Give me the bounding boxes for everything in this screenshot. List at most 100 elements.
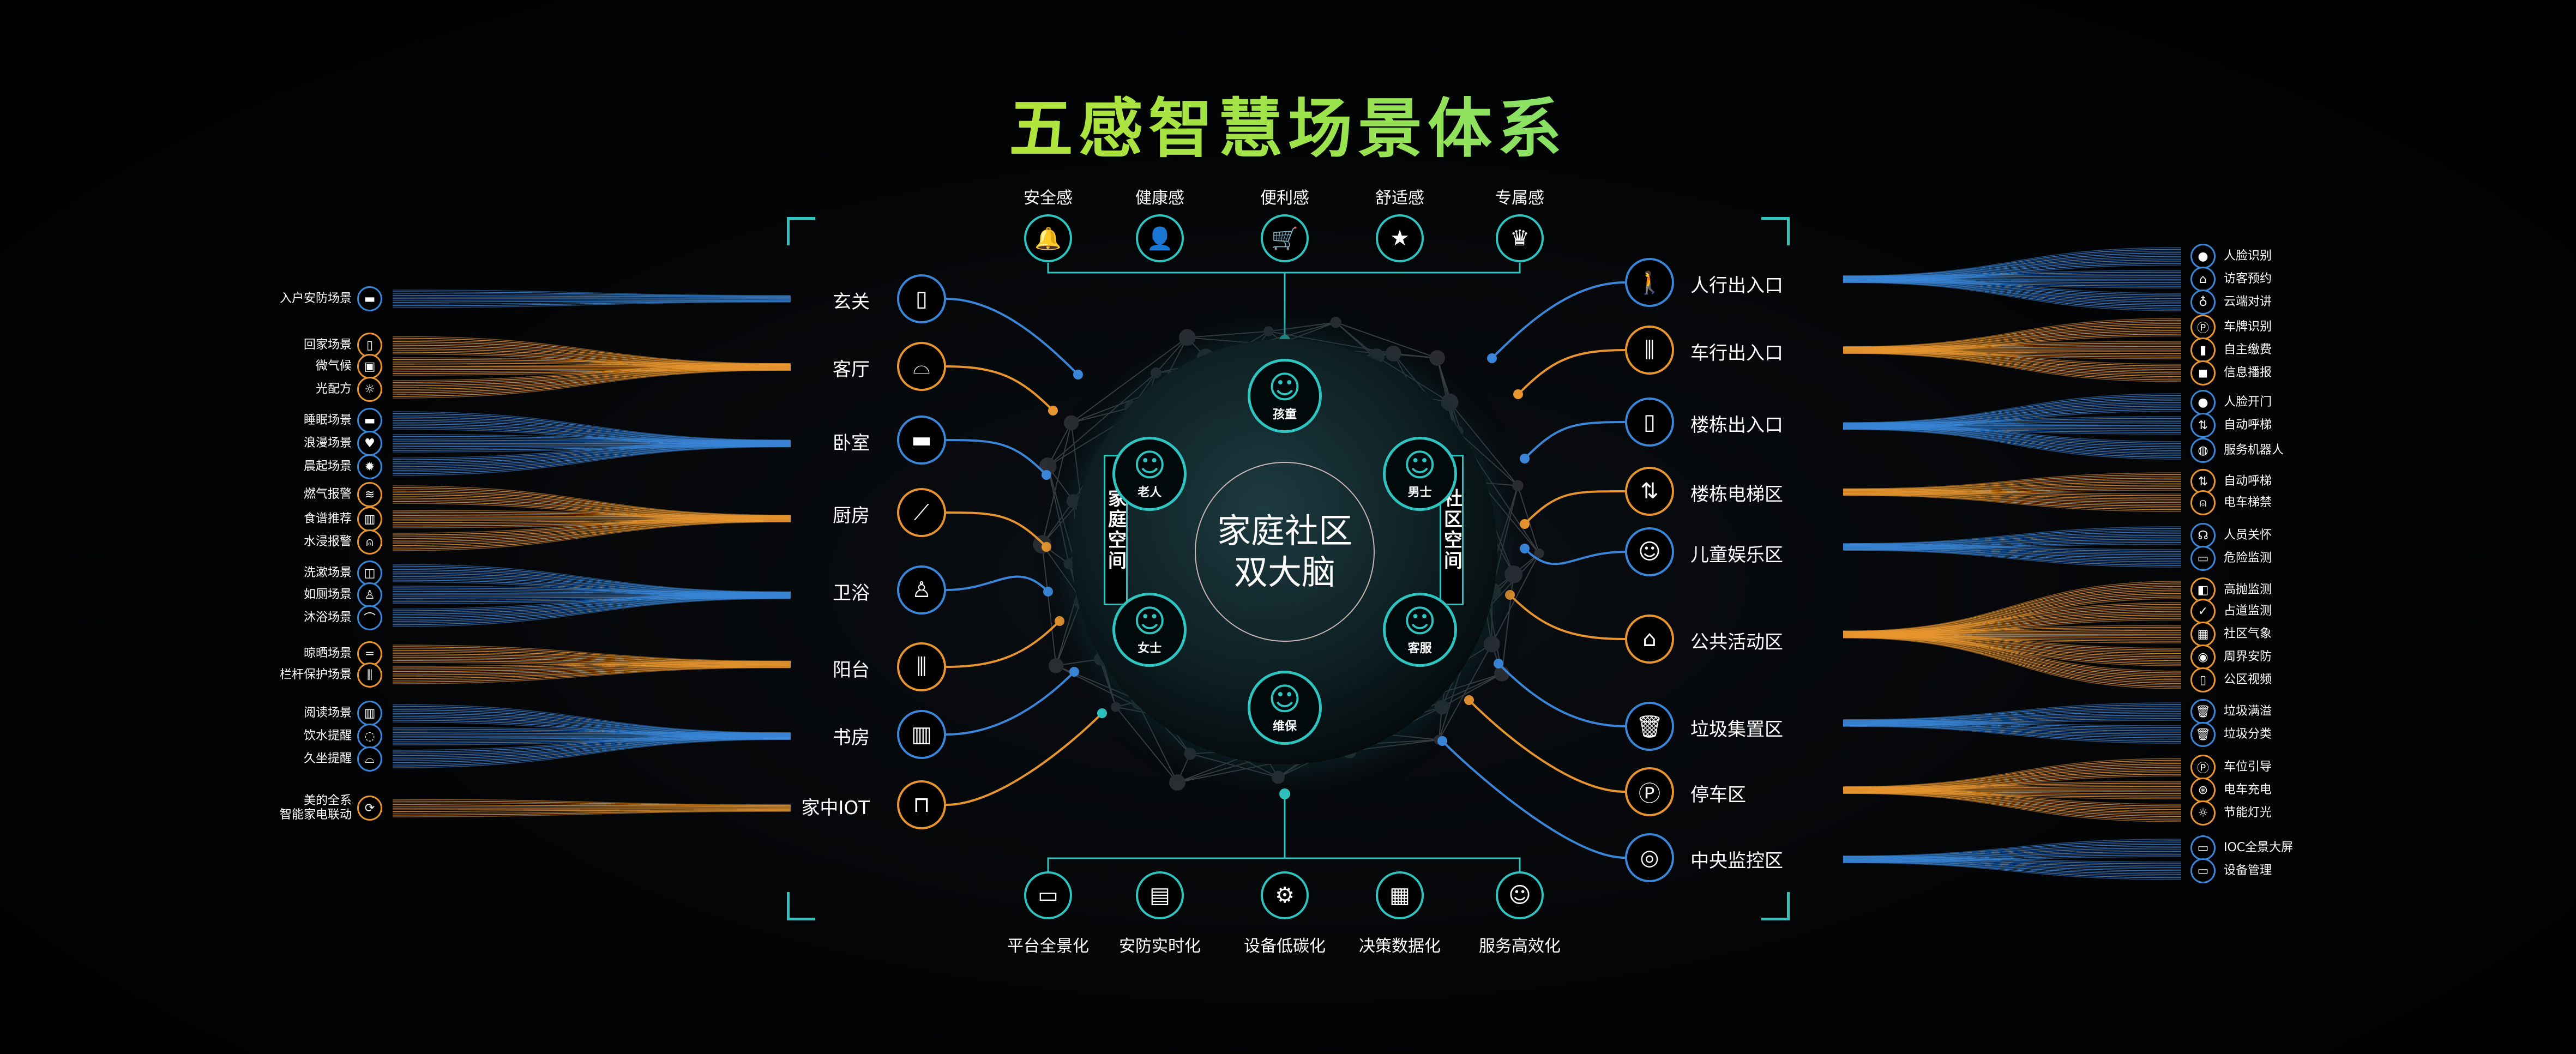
community-scene-icon[interactable]: ☼: [2190, 800, 2216, 826]
community-scene-icon[interactable]: Ⓟ: [2190, 315, 2216, 340]
community-scene-label: 垃圾满溢: [2224, 704, 2272, 718]
community-scene-icon[interactable]: ▭: [2190, 858, 2216, 883]
bottom-feature-2[interactable]: ⚙: [1261, 871, 1309, 919]
community-area-8[interactable]: ◎: [1625, 833, 1674, 882]
home-scene-icon[interactable]: ⌒: [357, 605, 382, 630]
sofa-icon: ⌓: [365, 752, 375, 766]
home-scene-icon[interactable]: ♥: [357, 431, 382, 456]
community-scene-icon[interactable]: ●: [2190, 390, 2216, 415]
home-room-0[interactable]: ▯: [897, 274, 946, 323]
person-5[interactable]: ☺老人: [1112, 437, 1187, 511]
home-scene-icon[interactable]: ◌: [357, 724, 382, 749]
home-room-2[interactable]: ▬: [897, 415, 946, 465]
person-2[interactable]: ☺客服: [1382, 593, 1457, 667]
community-area-3[interactable]: ⇅: [1625, 467, 1674, 516]
home-room-label: 卫浴: [833, 582, 870, 604]
community-scene-icon[interactable]: ▭: [2190, 546, 2216, 571]
community-scene-icon[interactable]: ◍: [2190, 438, 2216, 463]
top-feature-2[interactable]: 🛒: [1261, 214, 1309, 262]
globe-icon: ◉: [2198, 650, 2208, 664]
community-scene-icon[interactable]: 🗑: [2190, 722, 2216, 747]
home-scene-icon[interactable]: ▬: [357, 408, 382, 433]
home-scene-icon[interactable]: ▬: [357, 286, 382, 311]
community-scene-icon[interactable]: ⍝: [2190, 490, 2216, 515]
home-room-1[interactable]: ⌓: [897, 342, 946, 391]
network-link: [1268, 322, 1336, 332]
home-scene-icon[interactable]: ▣: [357, 354, 382, 379]
recipe-book-icon: ▥: [364, 512, 376, 526]
person-0[interactable]: ☺孩童: [1248, 359, 1322, 433]
home-scene-icon[interactable]: ⍝: [357, 529, 382, 555]
fiber-line: [1843, 393, 2182, 424]
fiber-line: [1843, 280, 2182, 306]
home-room-7[interactable]: ⊓: [897, 780, 946, 829]
community-scene-icon[interactable]: ♁: [2190, 290, 2216, 315]
community-area-2[interactable]: ▯: [1625, 397, 1674, 447]
home-scene-icon[interactable]: ◫: [357, 561, 382, 586]
top-feature-3[interactable]: ★: [1376, 214, 1424, 262]
community-scene-label: 车位引导: [2224, 760, 2272, 774]
home-scene-icon[interactable]: ▥: [357, 507, 382, 532]
person-4[interactable]: ☺女士: [1112, 593, 1187, 667]
top-feature-0[interactable]: 🔔: [1024, 214, 1072, 262]
person-1[interactable]: ☺男士: [1382, 437, 1457, 511]
fiber-line: [392, 662, 791, 671]
connector-dot: [1279, 788, 1290, 799]
person-3[interactable]: ☺维保: [1248, 671, 1322, 745]
cctv-icon: ◧: [2197, 583, 2209, 597]
community-scene-icon[interactable]: ●: [2190, 244, 2216, 269]
fiber-line: [1843, 634, 2182, 680]
community-scene-icon[interactable]: Ⓟ: [2190, 755, 2216, 780]
community-scene-icon[interactable]: ▦: [2190, 622, 2216, 647]
bottom-feature-4[interactable]: ☺: [1496, 871, 1544, 919]
community-scene-icon[interactable]: ◉: [2190, 645, 2216, 670]
network-node: [1504, 565, 1523, 583]
connector-dot: [1048, 406, 1058, 415]
bottom-feature-1[interactable]: ▤: [1136, 871, 1184, 919]
community-scene-icon[interactable]: ▯: [2190, 667, 2216, 692]
fiber-line: [1843, 526, 2182, 544]
community-area-7[interactable]: Ⓟ: [1625, 767, 1674, 816]
community-scene-icon[interactable]: ◧: [2190, 577, 2216, 603]
fiber-line: [392, 591, 791, 610]
community-area-4[interactable]: ☺: [1625, 527, 1674, 576]
home-scene-icon[interactable]: ♙: [357, 582, 382, 607]
home-room-3[interactable]: ⟋: [897, 488, 946, 537]
top-feature-4[interactable]: ♛: [1496, 214, 1544, 262]
community-scene-icon[interactable]: ▮: [2190, 338, 2216, 363]
connector-dot: [1520, 454, 1530, 463]
community-scene-icon[interactable]: ⇅: [2190, 413, 2216, 438]
home-scene-icon[interactable]: ⟳: [357, 796, 382, 821]
fiber-line: [392, 565, 791, 593]
home-scene-label: 水浸报警: [303, 535, 352, 549]
community-area-5[interactable]: ⌂: [1625, 615, 1674, 664]
community-scene-icon[interactable]: ⌂: [2190, 267, 2216, 292]
top-feature-1[interactable]: 👤: [1136, 214, 1184, 262]
community-scene-icon[interactable]: ◼: [2190, 360, 2216, 386]
community-area-6[interactable]: 🗑: [1625, 702, 1674, 751]
community-scene-label: 车牌识别: [2224, 320, 2272, 334]
bottom-feature-3[interactable]: ▦: [1376, 871, 1424, 919]
community-scene-icon[interactable]: ⊛: [2190, 778, 2216, 803]
fence-icon: ⫼: [916, 654, 927, 679]
home-scene-icon[interactable]: ▥: [357, 701, 382, 726]
fiber-line: [392, 369, 791, 397]
community-scene-icon[interactable]: ✓: [2190, 599, 2216, 624]
fiber-line: [1843, 429, 2182, 460]
home-scene-icon[interactable]: ✹: [357, 454, 382, 479]
connector-dot: [1520, 544, 1530, 553]
community-area-1[interactable]: ⫼: [1625, 326, 1674, 375]
home-room-5[interactable]: ⫼: [897, 642, 946, 691]
home-scene-icon[interactable]: ⫼: [357, 662, 382, 688]
community-area-0[interactable]: 🚶: [1625, 258, 1674, 307]
home-scene-icon[interactable]: ⌓: [357, 746, 382, 772]
home-room-6[interactable]: ▥: [897, 710, 946, 759]
home-room-4[interactable]: ♙: [897, 565, 946, 615]
community-scene-icon[interactable]: 🗑: [2190, 699, 2216, 724]
home-scene-icon[interactable]: ☼: [357, 377, 382, 402]
community-scene-icon[interactable]: ▭: [2190, 835, 2216, 860]
home-scene-icon[interactable]: ≋: [357, 482, 382, 507]
community-scene-icon[interactable]: ☊: [2190, 523, 2216, 548]
bottom-feature-0[interactable]: ▭: [1024, 871, 1072, 919]
